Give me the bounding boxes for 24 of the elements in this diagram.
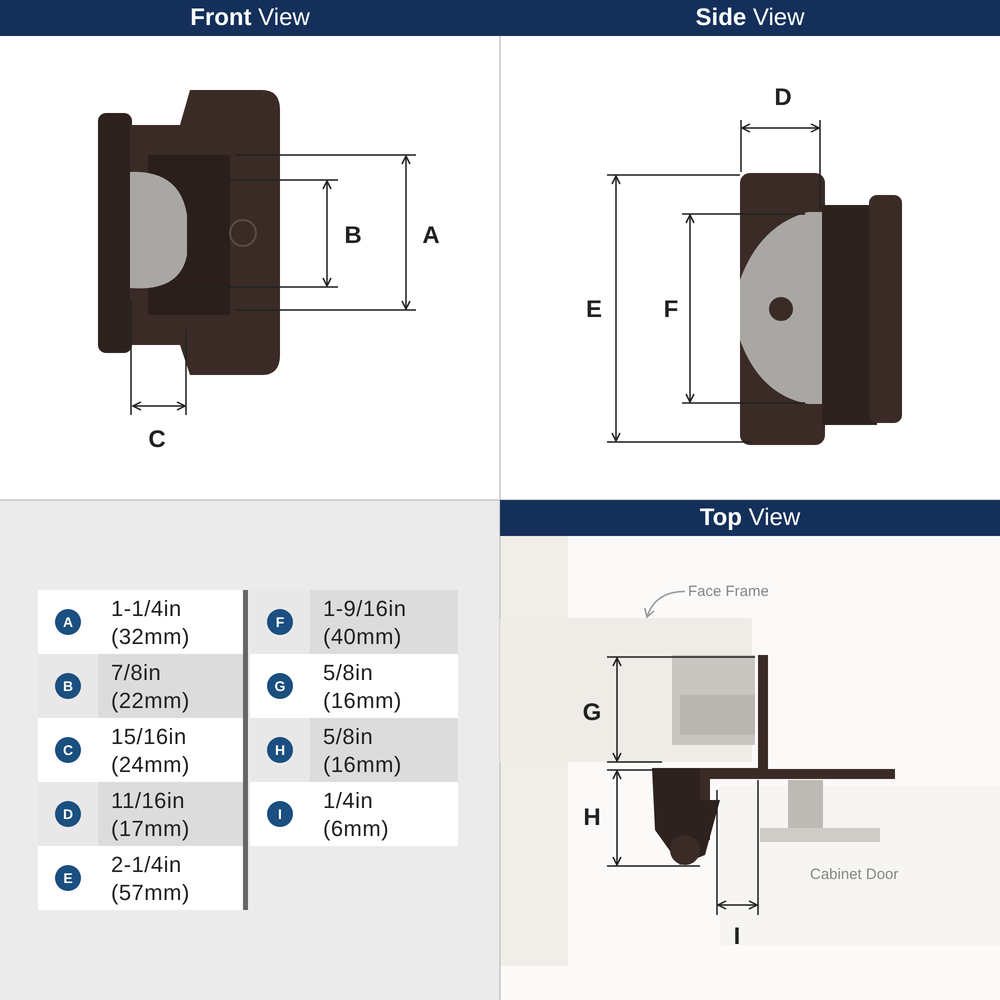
dimension-value: 2-1/4in (57mm): [111, 851, 191, 907]
leader-arrow: [644, 590, 686, 618]
dimension-letter: G: [582, 699, 602, 727]
dimension-letter: I: [734, 923, 740, 951]
dimension-letter: D: [774, 84, 792, 112]
dimension-letter: F: [664, 296, 678, 324]
dimension-value: 7/8in (22mm): [111, 659, 191, 715]
dimension-letter: E: [586, 296, 602, 324]
view-heading: Top View: [500, 500, 1000, 536]
dimension-value: 11/16in (17mm): [111, 787, 191, 843]
dimension-value: 15/16in (24mm): [111, 723, 191, 779]
part-label: Cabinet Door: [810, 866, 898, 883]
dimension-value: 5/8in (16mm): [323, 723, 403, 779]
dimension-value: 1-9/16in (40mm): [323, 595, 408, 651]
dimension-letter: B: [344, 222, 362, 250]
dimension-value: 5/8in (16mm): [323, 659, 403, 715]
dimension-letter: H: [583, 804, 601, 832]
callout-text: Face Frame: [688, 583, 769, 600]
view-heading: Side View: [500, 0, 1000, 36]
dimension-value: 1-1/4in (32mm): [111, 595, 191, 651]
dimension-letter: A: [422, 222, 440, 250]
dimension-value: 1/4in (6mm): [323, 787, 390, 843]
dimension-letter: C: [148, 426, 166, 454]
view-heading: Front View: [0, 0, 500, 36]
